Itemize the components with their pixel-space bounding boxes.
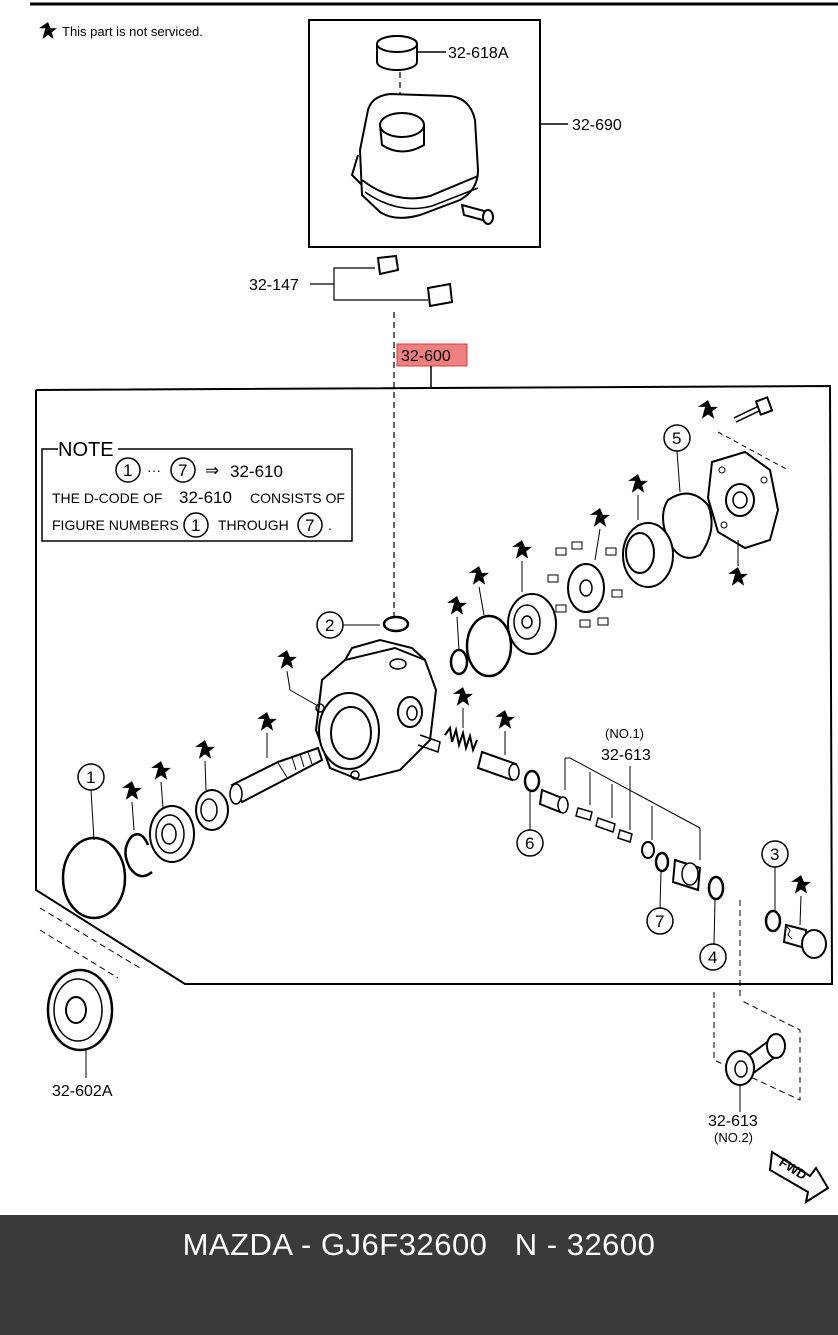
reservoir-tank-drawing xyxy=(350,92,494,225)
bolt-drawing xyxy=(698,396,789,471)
exploded-parts-diagram: This part is not serviced. 32-618A 32-69… xyxy=(30,2,838,1205)
callout-2-label: 2 xyxy=(325,616,334,635)
spring-drawing xyxy=(444,687,478,754)
callout-3-label: 3 xyxy=(770,845,779,864)
assembly-outline xyxy=(35,384,834,985)
valve-no2-group: 32-613 (NO.2) xyxy=(708,900,801,1145)
not-serviced-legend: This part is not serviced. xyxy=(39,22,203,39)
reservoir-group: 32-618A 32-690 xyxy=(308,19,622,248)
note-range-to: 7 xyxy=(178,461,187,480)
note-range-sep: ··· xyxy=(147,462,161,478)
callout-7: 7 xyxy=(646,851,674,935)
callout-1: 1 xyxy=(61,763,127,920)
note-line2-a: THE D-CODE OF xyxy=(52,490,162,506)
note-arrow: ⇒ xyxy=(205,461,219,480)
highlight-box xyxy=(396,343,468,367)
caption-text: MAZDA - GJ6F32600 N - 32600 xyxy=(182,1227,656,1262)
note-line3-num1: 1 xyxy=(191,516,200,535)
pump-body-drawing xyxy=(277,638,441,782)
pump-assembly-callout: 32-600 xyxy=(396,343,468,388)
note-range-from: 1 xyxy=(123,461,132,480)
rotor-drawing xyxy=(547,508,623,628)
pulley-group: 32-602A xyxy=(39,907,141,1100)
valve-no1-tag: (NO.1) xyxy=(605,726,644,741)
clip-group: 32-147 xyxy=(249,254,454,308)
note-line2-c: CONSISTS OF xyxy=(250,490,345,506)
valve-no2-tag: (NO.2) xyxy=(714,1130,753,1145)
valve-no1-group: (NO.1) 32-613 xyxy=(538,726,702,892)
plug-drawing xyxy=(782,875,827,959)
note-line3-b: THROUGH xyxy=(218,517,289,533)
caption-bar: MAZDA - GJ6F32600 N - 32600 xyxy=(0,1215,838,1335)
pulley-label: 32-602A xyxy=(52,1083,113,1100)
o-ring-large-drawing xyxy=(465,566,513,678)
star-icon xyxy=(39,22,57,39)
reservoir-frame xyxy=(308,19,541,248)
note-heading: NOTE xyxy=(58,439,114,461)
pressure-plate-drawing xyxy=(507,540,557,655)
valve-no2-label: 32-613 xyxy=(708,1113,758,1130)
callout-6-label: 6 xyxy=(525,834,534,853)
callout-4-label: 4 xyxy=(708,948,717,967)
rear-cover-drawing xyxy=(706,450,780,586)
pump-assembly-label: 32-600 xyxy=(401,348,451,365)
reservoir-label: 32-690 xyxy=(572,117,622,134)
bearing-drawing xyxy=(149,761,195,863)
callout-3: 3 xyxy=(761,840,789,933)
cam-ring-drawing xyxy=(622,474,674,588)
callout-1-label: 1 xyxy=(86,768,95,787)
note-box: NOTE 1 ··· 7 ⇒ 32-610 THE D-CODE OF 32-6… xyxy=(41,439,353,542)
o-ring-small-drawing xyxy=(447,596,469,676)
note-line3-end: . xyxy=(328,517,332,533)
flow-valve-drawing xyxy=(476,710,520,782)
callout-2: 2 xyxy=(316,611,410,639)
callout-5: 5 xyxy=(662,424,713,559)
callout-7-label: 7 xyxy=(655,912,664,931)
note-line2-b: 32-610 xyxy=(179,488,232,507)
clip-label: 32-147 xyxy=(249,277,299,294)
callout-4: 4 xyxy=(699,875,727,971)
seal-drawing xyxy=(195,740,229,831)
note-target: 32-610 xyxy=(230,462,283,481)
cap-drawing xyxy=(376,35,418,71)
callout-5-label: 5 xyxy=(672,429,681,448)
note-line3-num2: 7 xyxy=(305,516,314,535)
cap-label: 32-618A xyxy=(448,45,509,62)
not-serviced-text: This part is not serviced. xyxy=(62,24,203,39)
shaft-drawing xyxy=(229,712,324,805)
note-line3-a: FIGURE NUMBERS xyxy=(52,517,179,533)
callout-6: 6 xyxy=(516,769,544,857)
fwd-arrow-icon: FWD xyxy=(768,1150,830,1205)
valve-no1-label: 32-613 xyxy=(601,747,651,764)
snap-ring-drawing xyxy=(122,781,153,878)
